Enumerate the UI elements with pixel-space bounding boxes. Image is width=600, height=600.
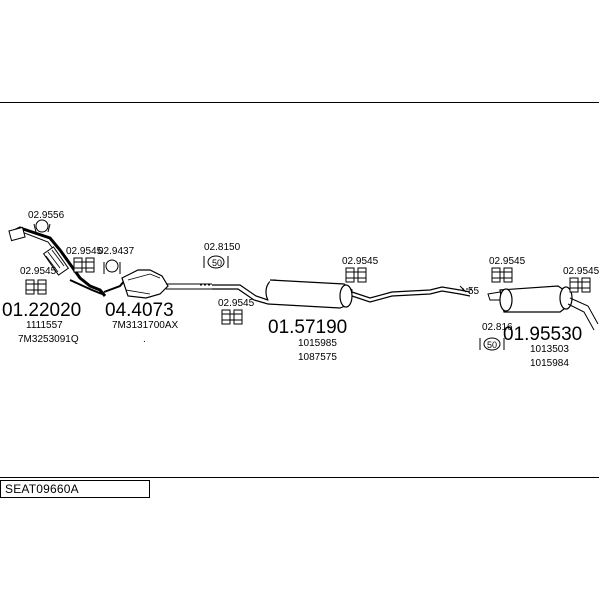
clip-label-c10: 02.816	[482, 322, 513, 333]
clip-c3-drawing	[25, 279, 47, 295]
clip-c7-drawing	[345, 267, 367, 283]
part-ref-3a: 1015985	[298, 338, 337, 349]
clip-c5-drawing: 50	[203, 255, 229, 269]
clip-label-c9: 02.9545	[563, 266, 600, 277]
clip-label-c4: 02.9437	[98, 246, 135, 257]
part-ref-4a: 1013503	[530, 344, 569, 355]
part-number-1: 01.22020	[2, 300, 81, 321]
part-ref-1b: 7M3253091Q	[18, 334, 79, 345]
clip-c8-drawing	[491, 267, 513, 283]
clip-c2-drawing	[73, 257, 95, 273]
clip-c11-drawing	[459, 285, 467, 293]
clip-c6-drawing	[221, 309, 243, 325]
clip-label-c7: 02.9545	[342, 256, 379, 267]
clip-label-c2: 02.9545	[66, 246, 103, 257]
svg-text:50: 50	[212, 258, 222, 268]
diagram-code: SEAT09660A	[5, 482, 79, 496]
part-ref-4b: 1015984	[530, 358, 569, 369]
front-pipe-drawing	[8, 226, 107, 297]
centre-silencer-drawing	[212, 279, 472, 309]
part-labels: 01.22020 1111557 7M3253091Q 04.4073 7M31…	[2, 300, 582, 369]
part-number-3: 01.57190	[268, 317, 347, 338]
clip-c1-drawing	[33, 219, 51, 233]
clip-label-c6: 02.9545	[218, 298, 255, 309]
clip-label-c1: 02.9556	[28, 210, 65, 221]
clip-label-c8: 02.9545	[489, 256, 526, 267]
part-number-2: 04.4073	[105, 300, 174, 321]
diagram-code-box: SEAT09660A	[0, 480, 150, 498]
clip-labels: 02.9556 02.9545 02.9545 02.9437 02.8150 …	[20, 210, 600, 333]
part-number-4: 01.95530	[503, 324, 582, 345]
rear-silencer-drawing	[487, 285, 599, 331]
part-ref-2b: .	[143, 334, 146, 345]
clip-c4-drawing	[103, 259, 121, 274]
svg-text:50: 50	[487, 340, 497, 350]
clip-c9-drawing	[569, 277, 591, 293]
diagram-frame	[0, 102, 599, 478]
part-ref-1a: 1111557	[26, 320, 63, 331]
clip-c10-drawing: 50	[479, 337, 505, 351]
clip-label-c11: 55	[468, 286, 480, 297]
part-ref-3b: 1087575	[298, 352, 337, 363]
part-ref-2a: 7M3131700AX	[112, 320, 178, 331]
clip-label-c5: 02.8150	[204, 242, 241, 253]
converter-drawing	[103, 269, 212, 299]
clip-label-c3: 02.9545	[20, 266, 57, 277]
